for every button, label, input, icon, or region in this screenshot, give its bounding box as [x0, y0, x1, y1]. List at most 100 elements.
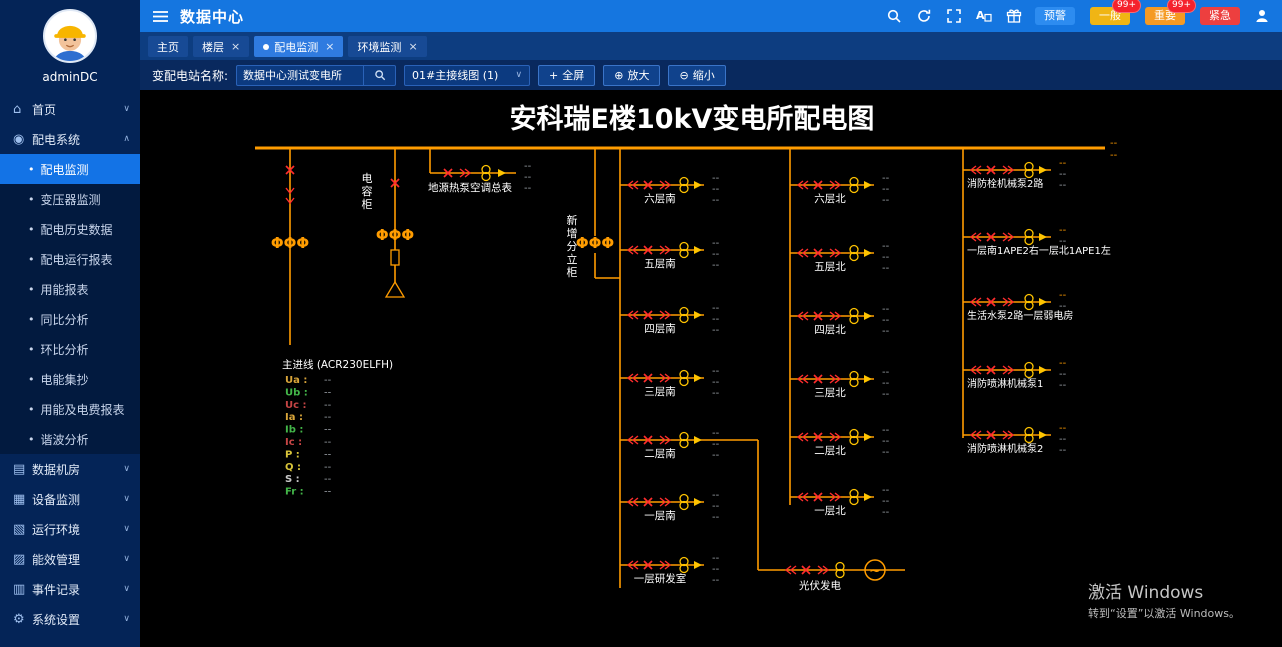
- svg-text:柜: 柜: [567, 266, 578, 279]
- power-icon: ◉: [13, 131, 25, 147]
- svg-text:--: --: [882, 184, 890, 195]
- feeder-branch-north-1: 五层北------: [790, 241, 890, 274]
- chevron-down-icon: ∨: [123, 554, 130, 564]
- fullscreen-icon[interactable]: [945, 8, 962, 25]
- avatar-image: [53, 25, 87, 61]
- svg-text:--: --: [882, 263, 890, 274]
- sidebar-subitem-1-6[interactable]: •环比分析: [28, 342, 89, 357]
- svg-text:--: --: [882, 304, 890, 315]
- svg-text:ΦΦΦ: ΦΦΦ: [376, 226, 414, 244]
- sidebar-subitem-1-7[interactable]: •电能集抄: [28, 372, 89, 387]
- svg-text:ΦΦΦ: ΦΦΦ: [271, 234, 309, 252]
- sidebar-item-0[interactable]: ⌂首页∨: [13, 101, 130, 117]
- feeder-branch-south-6: 一层研发室------: [620, 553, 720, 586]
- sidebar-subitem-1-4[interactable]: •用能报表: [28, 282, 89, 297]
- diagram-toolbar: 变配电站名称: 01#主接线图 (1) ∨ + 全屏 ⊕ 放大 ⊖ 缩: [140, 60, 1282, 90]
- measurement-value: --: [324, 462, 332, 473]
- sidebar-subitem-1-3[interactable]: •配电运行报表: [28, 252, 113, 267]
- sidebar-subitem-1-5[interactable]: •同比分析: [28, 312, 89, 327]
- event-icon: ▥: [13, 581, 26, 597]
- svg-text:--: --: [524, 183, 532, 194]
- tab-2[interactable]: 配电监测×: [254, 36, 344, 57]
- close-icon[interactable]: ×: [325, 40, 335, 53]
- bullet-icon: •: [28, 432, 35, 446]
- measurement-value: --: [324, 487, 332, 498]
- svg-text:--: --: [882, 252, 890, 263]
- sidebar-item-6[interactable]: ▥事件记录∨: [13, 581, 130, 597]
- diagram-select[interactable]: 01#主接线图 (1) ∨: [404, 64, 531, 86]
- south-feeder-column: 六层南------五层南------四层南------三层南------二层南-…: [619, 148, 720, 588]
- hamburger-icon[interactable]: [152, 8, 169, 25]
- refresh-icon[interactable]: [915, 8, 932, 25]
- sidebar-subitem-1-9[interactable]: •谐波分析: [28, 432, 89, 447]
- svg-text:--: --: [712, 428, 720, 439]
- feeder-branch-north-0: 六层北------: [790, 173, 890, 206]
- feeder-label: 五层南: [644, 257, 676, 270]
- feeder-label: 六层北: [814, 193, 846, 205]
- zoom-out-button[interactable]: ⊖ 缩小: [668, 64, 726, 86]
- sidebar-subitem-1-1[interactable]: •变压器监测: [28, 192, 101, 207]
- env-icon: ▧: [13, 521, 26, 537]
- svg-text:--: --: [1059, 369, 1067, 380]
- alarm-button-0[interactable]: 预警: [1035, 7, 1075, 25]
- svg-text:--: --: [1059, 445, 1067, 456]
- station-name-input[interactable]: [236, 64, 365, 86]
- user-icon[interactable]: [1253, 8, 1270, 25]
- feeder-branch-right-3: 消防喷淋机械泵1------: [963, 358, 1067, 391]
- sidebar-item-7[interactable]: ⚙系统设置∨: [13, 611, 130, 627]
- fullscreen-button[interactable]: + 全屏: [538, 64, 596, 86]
- zoom-in-button[interactable]: ⊕ 放大: [603, 64, 661, 86]
- pv-feeder: ~光伏发电: [704, 439, 905, 592]
- svg-text:--: --: [882, 195, 890, 206]
- svg-text:--: --: [1059, 434, 1067, 445]
- svg-text:--: --: [1059, 169, 1067, 180]
- sidebar-item-5[interactable]: ▨能效管理∨: [13, 551, 130, 567]
- measurement-value: --: [324, 437, 332, 448]
- close-icon[interactable]: ×: [231, 40, 241, 53]
- svg-text:--: --: [882, 367, 890, 378]
- feeder-branch-north-5: 一层北------: [790, 485, 890, 518]
- chevron-down-icon: ∨: [515, 70, 523, 80]
- sidebar-subitem-1-2[interactable]: •配电历史数据: [28, 222, 113, 237]
- alarm-badge: 99+: [1112, 0, 1141, 13]
- feeder-label: 消防喷淋机械泵1: [967, 377, 1043, 390]
- chevron-down-icon: ∨: [123, 614, 130, 624]
- chevron-down-icon: ∨: [123, 584, 130, 594]
- sidebar-item-1[interactable]: ◉配电系统∧: [13, 131, 130, 147]
- feeder-label: 地源热泵空调总表: [428, 181, 512, 194]
- svg-text:--: --: [712, 377, 720, 388]
- heat-pump-feeder: 地源热泵空调总表------: [428, 148, 532, 194]
- alarm-button-3[interactable]: 紧急: [1200, 7, 1240, 25]
- sidebar-item-4[interactable]: ▧运行环境∨: [13, 521, 130, 537]
- page-title: 数据中心: [180, 7, 245, 26]
- translate-icon[interactable]: A: [975, 8, 992, 25]
- svg-text:--: --: [712, 439, 720, 450]
- close-icon[interactable]: ×: [408, 40, 418, 53]
- measurement-value: --: [324, 387, 332, 398]
- feeder-branch-right-4: 消防喷淋机械泵2------: [963, 423, 1067, 456]
- gift-icon[interactable]: [1005, 8, 1022, 25]
- search-icon[interactable]: [885, 8, 902, 25]
- avatar[interactable]: [43, 9, 97, 63]
- tab-1[interactable]: 楼层×: [193, 36, 250, 57]
- feeder-branch-south-1: 五层南------: [620, 238, 720, 271]
- sidebar-item-3[interactable]: ▦设备监测∨: [13, 491, 130, 507]
- svg-text:--: --: [712, 366, 720, 377]
- feeder-label: 一层南1APE2右一层北1APE1左: [967, 244, 1111, 257]
- sidebar-item-2[interactable]: ▤数据机房∨: [13, 461, 130, 477]
- feeder-label: 光伏发电: [799, 579, 841, 592]
- svg-text:--: --: [712, 575, 720, 586]
- svg-text:--: --: [882, 389, 890, 400]
- sidebar-subitem-1-8[interactable]: •用能及电费报表: [28, 402, 125, 417]
- svg-text:--: --: [712, 184, 720, 195]
- tab-3[interactable]: 环境监测×: [348, 36, 427, 57]
- home-icon: ⌂: [13, 101, 22, 117]
- sidebar-subitem-1-0[interactable]: •配电监测: [0, 154, 140, 184]
- station-search-button[interactable]: [364, 64, 397, 86]
- tab-0[interactable]: 主页: [148, 36, 188, 57]
